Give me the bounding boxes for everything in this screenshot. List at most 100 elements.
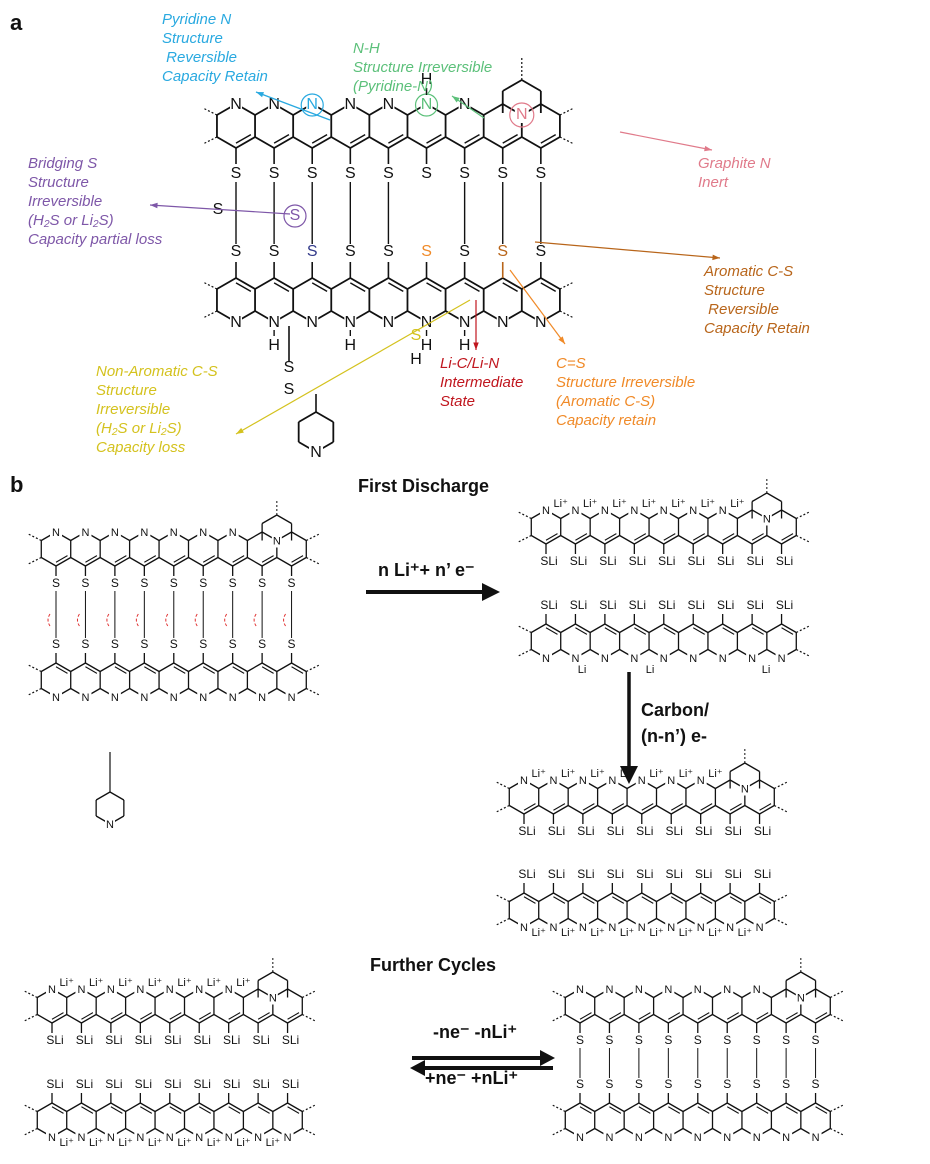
ring-bond bbox=[729, 892, 746, 903]
atom-mask bbox=[598, 650, 611, 666]
annotation-line: Structure bbox=[28, 174, 89, 191]
atom-mask bbox=[632, 981, 645, 997]
nitrogen-atom: N bbox=[535, 314, 547, 331]
sli-group: SLi bbox=[754, 867, 771, 881]
sulfur-atom: S bbox=[229, 637, 237, 651]
lithium-ion: Li⁺ bbox=[590, 927, 605, 939]
sli-group: SLi bbox=[518, 867, 535, 881]
nitrogen-atom: N bbox=[81, 527, 89, 539]
ring-bond bbox=[66, 1102, 82, 1113]
atom-mask bbox=[256, 689, 269, 705]
dotted-bond bbox=[559, 281, 575, 290]
lithium-atom: Li bbox=[762, 664, 771, 676]
ring-bond bbox=[756, 1102, 772, 1113]
dotted-bond bbox=[517, 624, 532, 634]
atom-mask bbox=[635, 919, 648, 935]
lithium-ion: Li⁺ bbox=[620, 768, 635, 780]
ring-bond bbox=[648, 534, 665, 545]
ring-bond bbox=[154, 1013, 171, 1024]
double-bond bbox=[311, 282, 328, 293]
nitrogen-atom: N bbox=[635, 1132, 643, 1144]
ring-bond bbox=[656, 804, 672, 815]
double-bond bbox=[464, 282, 480, 293]
sulfur-atom: S bbox=[723, 1077, 731, 1091]
atom-mask bbox=[268, 314, 281, 330]
atom-mask bbox=[632, 1129, 645, 1145]
ring-bond bbox=[715, 804, 731, 815]
nitrogen-atom: N bbox=[170, 692, 178, 704]
lithium-ion: Li⁺ bbox=[532, 927, 547, 939]
ring-bond bbox=[40, 662, 57, 673]
double-bond bbox=[140, 1012, 153, 1020]
double-bond bbox=[173, 666, 186, 674]
ring-bond bbox=[257, 1013, 274, 1024]
ring-bond bbox=[648, 623, 665, 634]
sulfur-atom: S bbox=[288, 637, 296, 651]
ring-bond bbox=[715, 779, 731, 790]
ring-bond bbox=[815, 988, 831, 999]
atom-mask bbox=[691, 981, 704, 997]
atom-mask bbox=[691, 1129, 704, 1145]
sulfur-atom: S bbox=[605, 1033, 613, 1047]
lithium-ion: Li⁺ bbox=[60, 977, 75, 989]
sli-group: SLi bbox=[76, 1033, 93, 1047]
ring-bond bbox=[668, 1013, 684, 1024]
double-bond bbox=[815, 1012, 828, 1020]
nitrogen-atom: N bbox=[753, 1132, 761, 1144]
ring-bond bbox=[99, 556, 116, 567]
lithium-ion: Li⁺ bbox=[649, 768, 664, 780]
arrowhead-icon bbox=[620, 766, 638, 784]
ring-bond bbox=[737, 534, 753, 545]
sulfur-atom: S bbox=[635, 1033, 643, 1047]
ring-bond bbox=[36, 1013, 53, 1024]
double-bond bbox=[228, 1106, 241, 1114]
ring-bond bbox=[243, 1013, 259, 1024]
atom-mask bbox=[105, 818, 115, 830]
nitrogen-atom: N bbox=[288, 692, 296, 704]
ring-bond bbox=[228, 1102, 244, 1113]
dotted-bond bbox=[559, 107, 575, 116]
nitrogen-atom: N bbox=[306, 314, 318, 331]
lithium-ion: Li⁺ bbox=[554, 498, 569, 510]
atom-mask bbox=[606, 919, 619, 935]
sli-group: SLi bbox=[717, 554, 734, 568]
carbon-step-line2: (n-n’) e- bbox=[641, 726, 707, 746]
ring-bond bbox=[744, 892, 760, 903]
nitrogen-atom: N bbox=[268, 314, 280, 331]
carbon-step-line1: Carbon/ bbox=[641, 700, 710, 720]
arrowhead-icon bbox=[256, 92, 264, 98]
dotted-bond bbox=[202, 310, 218, 319]
double-bond bbox=[287, 1012, 300, 1020]
double-bond bbox=[545, 533, 558, 541]
atom-mask bbox=[721, 981, 734, 997]
ring-bond bbox=[311, 277, 332, 290]
annotation-line: N-H bbox=[353, 40, 380, 57]
ring-bond bbox=[521, 277, 542, 290]
atom-mask bbox=[603, 1129, 616, 1145]
nitrogen-atom: N bbox=[630, 653, 638, 665]
dotted-bond bbox=[774, 917, 789, 927]
double-bond bbox=[388, 133, 404, 144]
lithium-atom: Li bbox=[578, 664, 587, 676]
lithium-ion: Li⁺ bbox=[561, 768, 576, 780]
sli-group: SLi bbox=[252, 1033, 269, 1047]
atom-mask bbox=[252, 1129, 265, 1145]
atom-mask bbox=[271, 535, 282, 548]
pyridine-n-leader bbox=[255, 91, 331, 121]
sli-group: SLi bbox=[570, 554, 587, 568]
double-bond bbox=[668, 1012, 681, 1020]
double-bond bbox=[700, 803, 713, 811]
ring-bond bbox=[594, 1102, 610, 1113]
dotted-bond bbox=[551, 1103, 566, 1113]
ring-bond bbox=[235, 277, 256, 290]
sli-group: SLi bbox=[695, 824, 712, 838]
nitrogen-atom: N bbox=[579, 775, 587, 787]
bridging-s-leader bbox=[149, 204, 291, 215]
double-bond bbox=[502, 282, 518, 293]
dotted-bond bbox=[830, 1127, 845, 1137]
sulfur-atom: S bbox=[284, 381, 295, 398]
annotation-line: Structure bbox=[162, 30, 223, 47]
ring-bond bbox=[387, 277, 408, 290]
